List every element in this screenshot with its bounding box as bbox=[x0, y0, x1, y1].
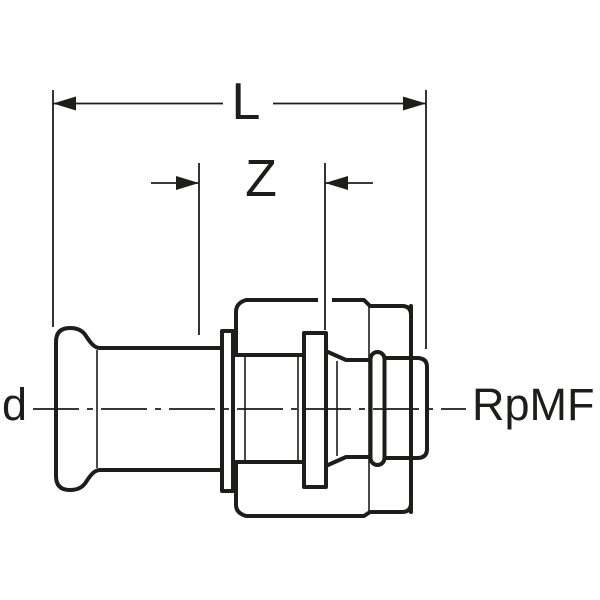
collar-flange bbox=[302, 331, 328, 489]
thread-end-cylinder bbox=[382, 356, 429, 460]
label-thread: RpMF bbox=[472, 379, 595, 430]
dimension-L: L bbox=[52, 73, 427, 349]
arrowhead-right bbox=[403, 96, 426, 111]
nut-step-bottom-line bbox=[326, 455, 374, 467]
label-L: L bbox=[232, 73, 261, 131]
label-d: d bbox=[2, 379, 27, 430]
arrowhead-left bbox=[53, 96, 76, 111]
nut-step-top-line bbox=[326, 350, 374, 362]
separator-ring bbox=[220, 329, 235, 493]
arrowhead-z-right bbox=[325, 176, 348, 190]
arrowhead-z-left bbox=[176, 176, 199, 190]
fitting-body bbox=[54, 295, 429, 518]
label-Z: Z bbox=[245, 150, 277, 208]
dimension-Z: Z bbox=[151, 150, 373, 335]
